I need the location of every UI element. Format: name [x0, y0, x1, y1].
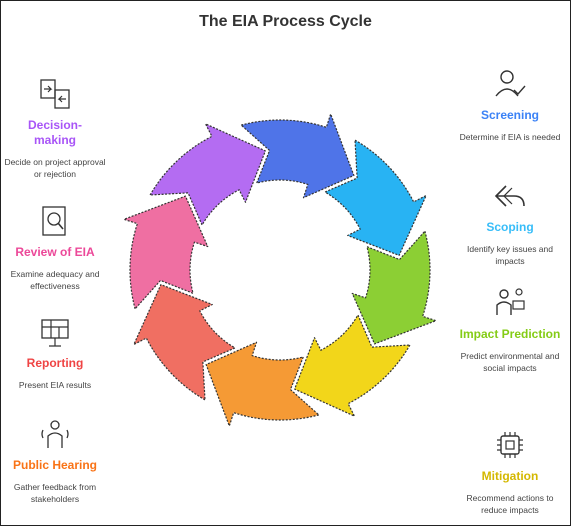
- chip-icon: [497, 432, 523, 458]
- step-description: Decide on project approval or rejection: [4, 157, 106, 179]
- cycle-arrow-8: [149, 123, 266, 226]
- cycle-arrow-7: [123, 195, 209, 310]
- step-impact-prediction: Impact Prediction Predict environmental …: [455, 285, 565, 374]
- step-reporting: Reporting Present EIA results: [3, 314, 107, 391]
- diagram-title: The EIA Process Cycle: [199, 13, 372, 30]
- speaker-icon: [41, 420, 69, 448]
- step-description: Predict environmental and social impacts: [460, 351, 560, 373]
- decision-arrows-icon: [40, 79, 70, 109]
- step-description: Gather feedback from stakeholders: [13, 482, 97, 504]
- step-public-hearing: Public Hearing Gather feedback from stak…: [3, 416, 107, 505]
- step-label: Decision-making: [27, 118, 82, 147]
- step-label: Scoping: [486, 220, 534, 234]
- presenter-icon: [496, 288, 525, 315]
- step-description: Determine if EIA is needed: [459, 132, 561, 142]
- return-arrow-icon: [494, 185, 525, 207]
- cycle-arrow-3: [351, 230, 437, 345]
- step-label: Review of EIA: [15, 245, 95, 259]
- step-description: Present EIA results: [18, 380, 92, 390]
- step-label: Public Hearing: [12, 458, 98, 472]
- step-label: Mitigation: [481, 469, 539, 483]
- cycle-arrow-4: [294, 314, 411, 417]
- cycle-arrow-1: [240, 113, 355, 199]
- step-description: Recommend actions to reduce impacts: [466, 493, 554, 515]
- cycle-arrow-6: [133, 284, 236, 401]
- step-screening: Screening Determine if EIA is needed: [455, 66, 565, 143]
- document-search-icon: [42, 206, 66, 236]
- cycle-arrow-2: [324, 139, 427, 256]
- step-decision-making: Decision-making Decide on project approv…: [3, 76, 107, 180]
- cycle-arrow-5: [205, 341, 320, 427]
- step-scoping: Scoping Identify key issues and impacts: [455, 178, 565, 267]
- step-mitigation: Mitigation Recommend actions to reduce i…: [455, 427, 565, 516]
- step-review-of-eia: Review of EIA Examine adequacy and effec…: [3, 203, 107, 292]
- step-label: Reporting: [26, 356, 84, 370]
- step-label: Impact Prediction: [459, 327, 561, 341]
- step-label: Screening: [480, 108, 540, 122]
- cycle-ring: [123, 113, 437, 427]
- step-description: Examine adequacy and effectiveness: [10, 269, 100, 291]
- step-description: Identify key issues and impacts: [467, 244, 553, 266]
- report-board-icon: [41, 319, 69, 347]
- person-check-icon: [495, 70, 526, 97]
